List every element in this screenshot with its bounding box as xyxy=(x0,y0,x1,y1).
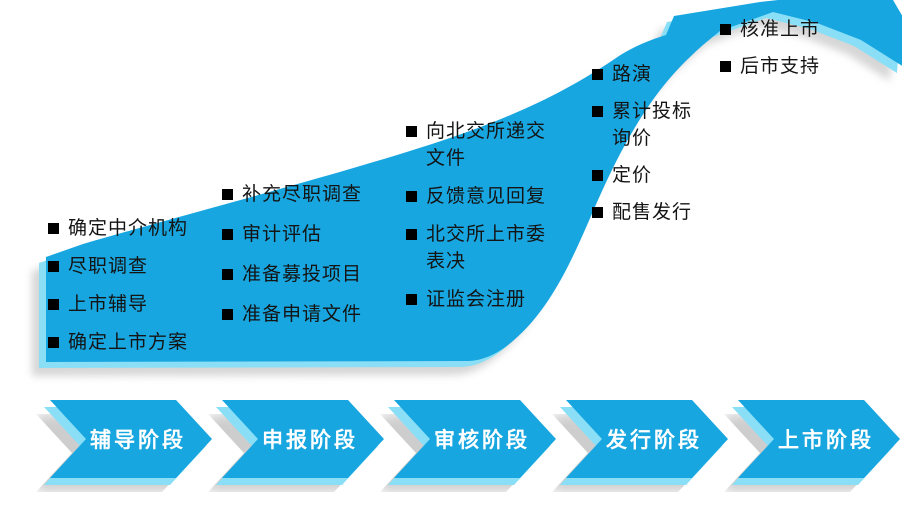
task-column-issuance: 路演累计投标询价定价配售发行 xyxy=(592,61,696,236)
bullet-square-icon xyxy=(592,207,603,218)
list-item: 准备申请文件 xyxy=(222,301,382,328)
list-item: 反馈意见回复 xyxy=(406,183,548,210)
stage-label: 辅导阶段 xyxy=(90,428,186,452)
task-text: 确定上市方案 xyxy=(68,331,189,353)
task-text: 准备申请文件 xyxy=(242,303,363,325)
task-text: 核准上市 xyxy=(740,18,821,40)
task-text: 定价 xyxy=(612,164,653,186)
task-column-listing: 核准上市后市支持 xyxy=(720,16,835,90)
list-item: 尽职调查 xyxy=(48,253,208,280)
swoosh-arrow-body xyxy=(46,0,902,362)
task-text: 配售发行 xyxy=(612,201,693,223)
task-text: 北交所上市委表决 xyxy=(426,223,547,272)
bullet-square-icon xyxy=(222,189,233,200)
bullet-square-icon xyxy=(720,24,731,35)
task-text: 确定中介机构 xyxy=(68,217,189,239)
bullet-square-icon xyxy=(406,191,417,202)
list-item: 累计投标询价 xyxy=(592,98,696,152)
list-item: 补充尽职调查 xyxy=(222,181,382,208)
task-column-review: 向北交所递交文件反馈意见回复北交所上市委表决证监会注册 xyxy=(406,118,548,324)
list-item: 路演 xyxy=(592,61,696,88)
list-item: 上市辅导 xyxy=(48,291,208,318)
stage-label: 发行阶段 xyxy=(606,428,702,452)
stage-label: 申报阶段 xyxy=(262,428,358,452)
task-text: 补充尽职调查 xyxy=(242,183,363,205)
stage-chevron-application: 申报阶段 xyxy=(208,400,384,492)
list-item: 核准上市 xyxy=(720,16,835,43)
task-text: 后市支持 xyxy=(740,55,821,77)
list-item: 确定上市方案 xyxy=(48,329,208,356)
stage-chevron-listing: 上市阶段 xyxy=(724,400,900,492)
list-item: 向北交所递交文件 xyxy=(406,118,548,172)
bullet-square-icon xyxy=(592,69,603,80)
task-text: 累计投标询价 xyxy=(612,100,693,149)
list-item: 准备募投项目 xyxy=(222,261,382,288)
task-text: 证监会注册 xyxy=(426,288,527,310)
bullet-square-icon xyxy=(48,299,59,310)
task-text: 上市辅导 xyxy=(68,293,149,315)
bullet-square-icon xyxy=(48,337,59,348)
stage-chevron-issuance: 发行阶段 xyxy=(552,400,728,492)
stage-chevron-review: 审核阶段 xyxy=(380,400,556,492)
task-text: 向北交所递交文件 xyxy=(426,120,547,169)
list-item: 确定中介机构 xyxy=(48,215,208,242)
list-item: 北交所上市委表决 xyxy=(406,221,548,275)
bullet-square-icon xyxy=(406,294,417,305)
list-item: 审计评估 xyxy=(222,221,382,248)
task-column-application: 补充尽职调查审计评估准备募投项目准备申请文件 xyxy=(222,181,382,341)
bullet-square-icon xyxy=(48,223,59,234)
bullet-square-icon xyxy=(720,61,731,72)
list-item: 后市支持 xyxy=(720,53,835,80)
bullet-square-icon xyxy=(406,126,417,137)
task-text: 准备募投项目 xyxy=(242,263,363,285)
task-text: 路演 xyxy=(612,63,653,85)
task-text: 审计评估 xyxy=(242,223,323,245)
task-text: 反馈意见回复 xyxy=(426,185,547,207)
bullet-square-icon xyxy=(222,309,233,320)
list-item: 证监会注册 xyxy=(406,286,548,313)
list-item: 配售发行 xyxy=(592,199,696,226)
task-text: 尽职调查 xyxy=(68,255,149,277)
bullet-square-icon xyxy=(592,106,603,117)
task-column-coaching: 确定中介机构尽职调查上市辅导确定上市方案 xyxy=(48,215,208,367)
stage-label: 上市阶段 xyxy=(778,428,874,452)
bullet-square-icon xyxy=(48,261,59,272)
bullet-square-icon xyxy=(406,229,417,240)
bullet-square-icon xyxy=(222,229,233,240)
bullet-square-icon xyxy=(222,269,233,280)
bullet-square-icon xyxy=(592,170,603,181)
list-item: 定价 xyxy=(592,162,696,189)
stage-chevron-coaching: 辅导阶段 xyxy=(36,400,212,492)
stage-label: 审核阶段 xyxy=(434,428,530,452)
